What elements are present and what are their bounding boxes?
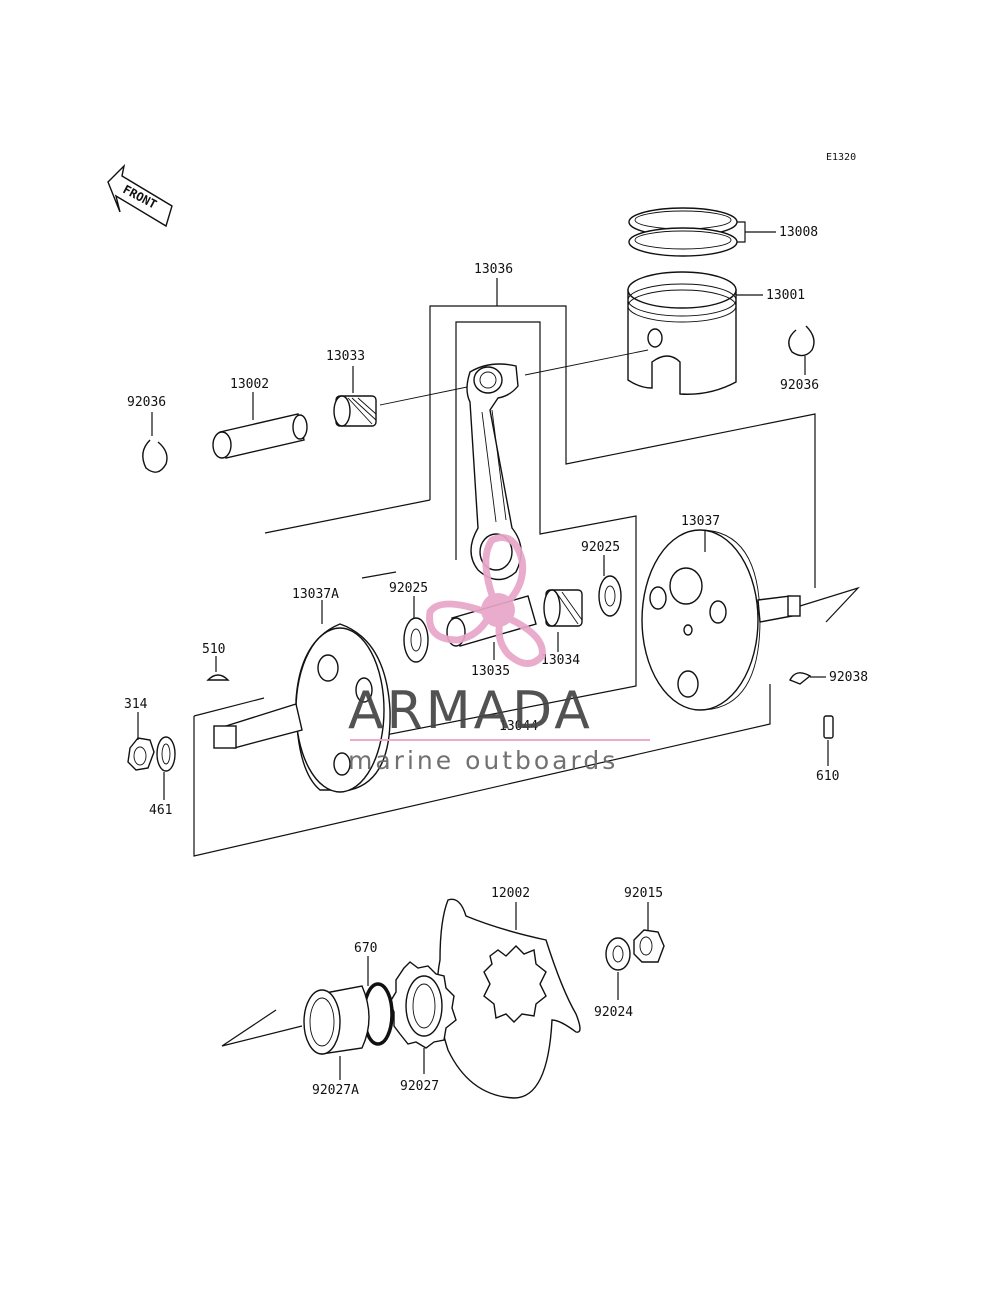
thrust-washer-left-icon [403,617,429,663]
label-461: 461 [149,803,172,818]
crank-half-right-icon [641,529,801,711]
label-670: 670 [354,941,377,956]
label-13002: 13002 [230,377,269,392]
crank-half-left-icon [213,623,391,793]
label-92038: 92038 [829,670,868,685]
label-13037: 13037 [681,514,720,529]
label-92025-left: 92025 [389,581,428,596]
front-arrow-icon: FRONT [107,163,173,228]
lock-washer-icon [156,736,176,772]
diagram-code: E1320 [826,152,856,163]
watermark-brand: ARMADA [348,681,593,741]
needle-bearing-big-icon [543,589,583,627]
dowel-pin-icon [823,715,834,739]
label-92015: 92015 [624,886,663,901]
piston-rings-icon [628,207,738,257]
propeller-logo-icon [426,534,546,667]
label-13035: 13035 [471,664,510,679]
label-13044: 13044 [499,719,538,734]
label-13037A: 13037A [292,587,339,602]
label-314: 314 [124,697,148,712]
drive-gear-icon [389,961,457,1049]
nut-icon [127,737,155,771]
label-92027: 92027 [400,1079,439,1094]
piston-pin-icon [212,413,308,459]
label-510: 510 [202,642,225,657]
label-13034: 13034 [541,653,580,668]
collar-icon [303,985,370,1055]
label-610: 610 [816,769,839,784]
circlip-left-icon [142,439,168,473]
watermark: ARMADA marine outboards [348,534,650,775]
woodruff-key-icon [206,674,230,681]
thrust-washer-right-icon [598,575,622,617]
rotary-valve-plate-icon [436,898,581,1099]
label-13001: 13001 [766,288,805,303]
label-92036-left: 92036 [127,395,166,410]
label-13033: 13033 [326,349,365,364]
label-92027A: 92027A [312,1083,359,1098]
label-92025-right: 92025 [581,540,620,555]
washer-lower-icon [605,937,631,971]
label-92036-right: 92036 [780,378,819,393]
nut-lower-icon [633,929,665,963]
label-13008: 13008 [779,225,818,240]
circlip-right-icon [788,325,815,357]
needle-bearing-small-icon [333,395,377,427]
label-12002: 12002 [491,886,530,901]
piston-icon [627,271,737,395]
label-92024: 92024 [594,1005,633,1020]
label-13036: 13036 [474,262,513,277]
watermark-tagline: marine outboards [348,746,618,775]
key-small-icon [789,672,812,685]
